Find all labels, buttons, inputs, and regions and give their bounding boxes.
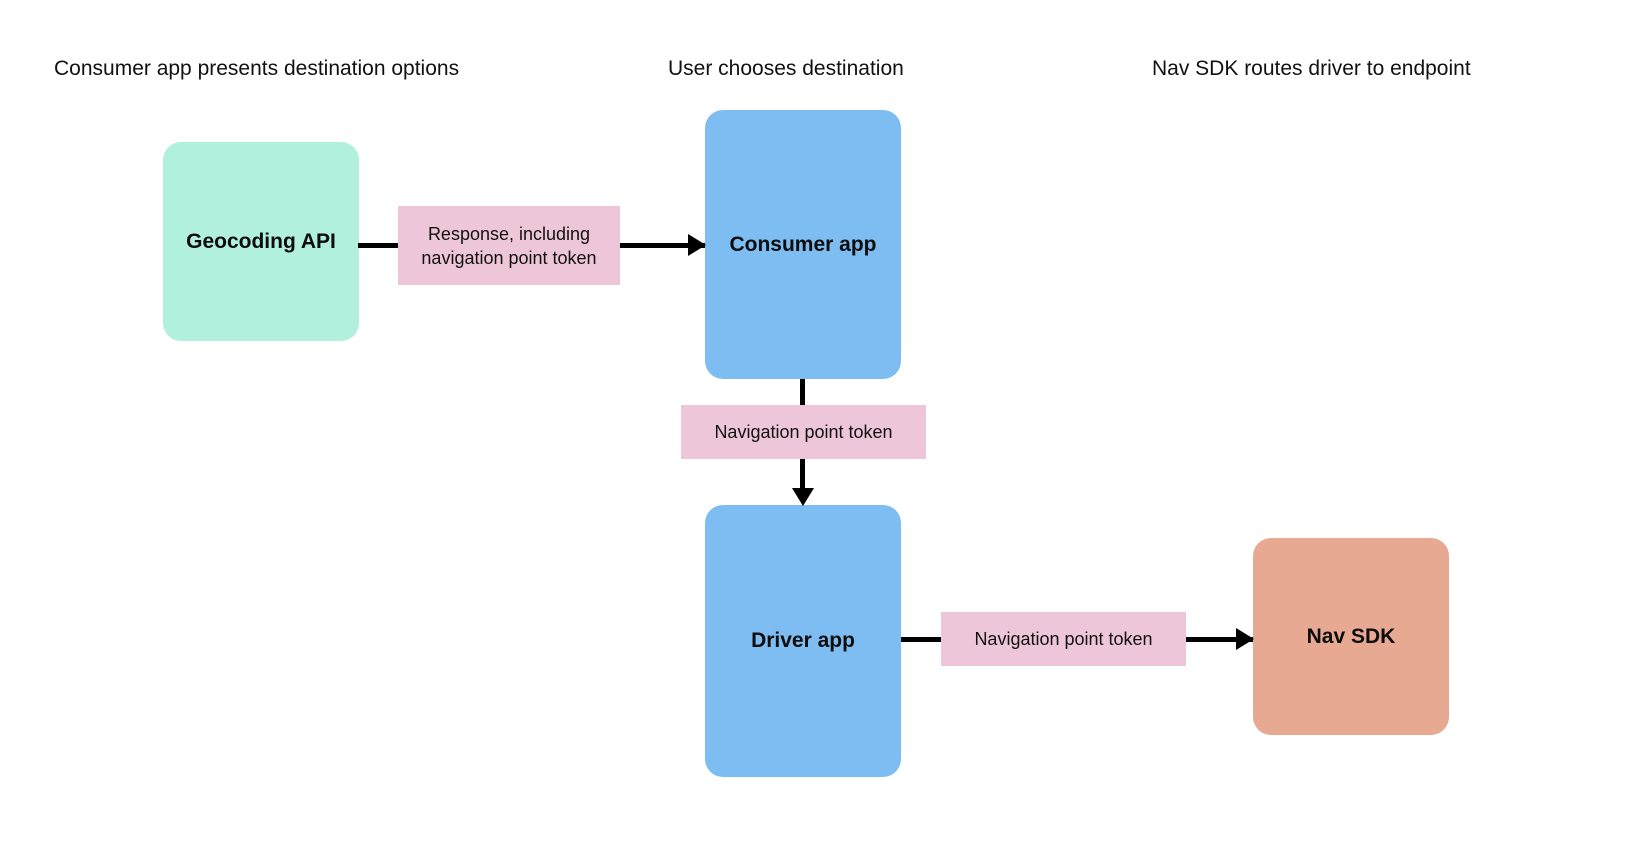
node-nav-sdk[interactable]: Nav SDK (1253, 538, 1449, 735)
edge-label-response-including-navigation-point-token: Response, including navigation point tok… (398, 206, 620, 285)
edge-label-navigation-point-token-vertical: Navigation point token (681, 405, 926, 459)
node-consumer-app-label: Consumer app (729, 232, 877, 256)
node-geocoding-api-label: Geocoding API (186, 229, 336, 253)
node-driver-app[interactable]: Driver app (705, 505, 901, 777)
column-header-user-chooses-destination: User chooses destination (668, 57, 904, 80)
node-geocoding-api[interactable]: Geocoding API (163, 142, 359, 341)
node-nav-sdk-label: Nav SDK (1306, 624, 1396, 648)
arrowhead-driver-to-navsdk (1236, 628, 1254, 650)
arrowhead-consumer-to-driver (792, 488, 814, 506)
node-consumer-app[interactable]: Consumer app (705, 110, 901, 379)
column-header-nav-sdk-routes-driver-to-endpoint: Nav SDK routes driver to endpoint (1152, 57, 1471, 80)
edge-label-navigation-point-token-horizontal: Navigation point token (941, 612, 1186, 666)
edge-label-response-text: Response, including navigation point tok… (421, 223, 597, 268)
edge-label-navigation-point-token-vertical-text: Navigation point token (714, 422, 893, 442)
column-header-consumer-app-presents-destination-options: Consumer app presents destination option… (54, 57, 460, 80)
node-driver-app-label: Driver app (751, 629, 855, 652)
arrowhead-geocoding-to-consumer (688, 234, 706, 256)
edge-label-navigation-point-token-horizontal-text: Navigation point token (974, 629, 1153, 649)
